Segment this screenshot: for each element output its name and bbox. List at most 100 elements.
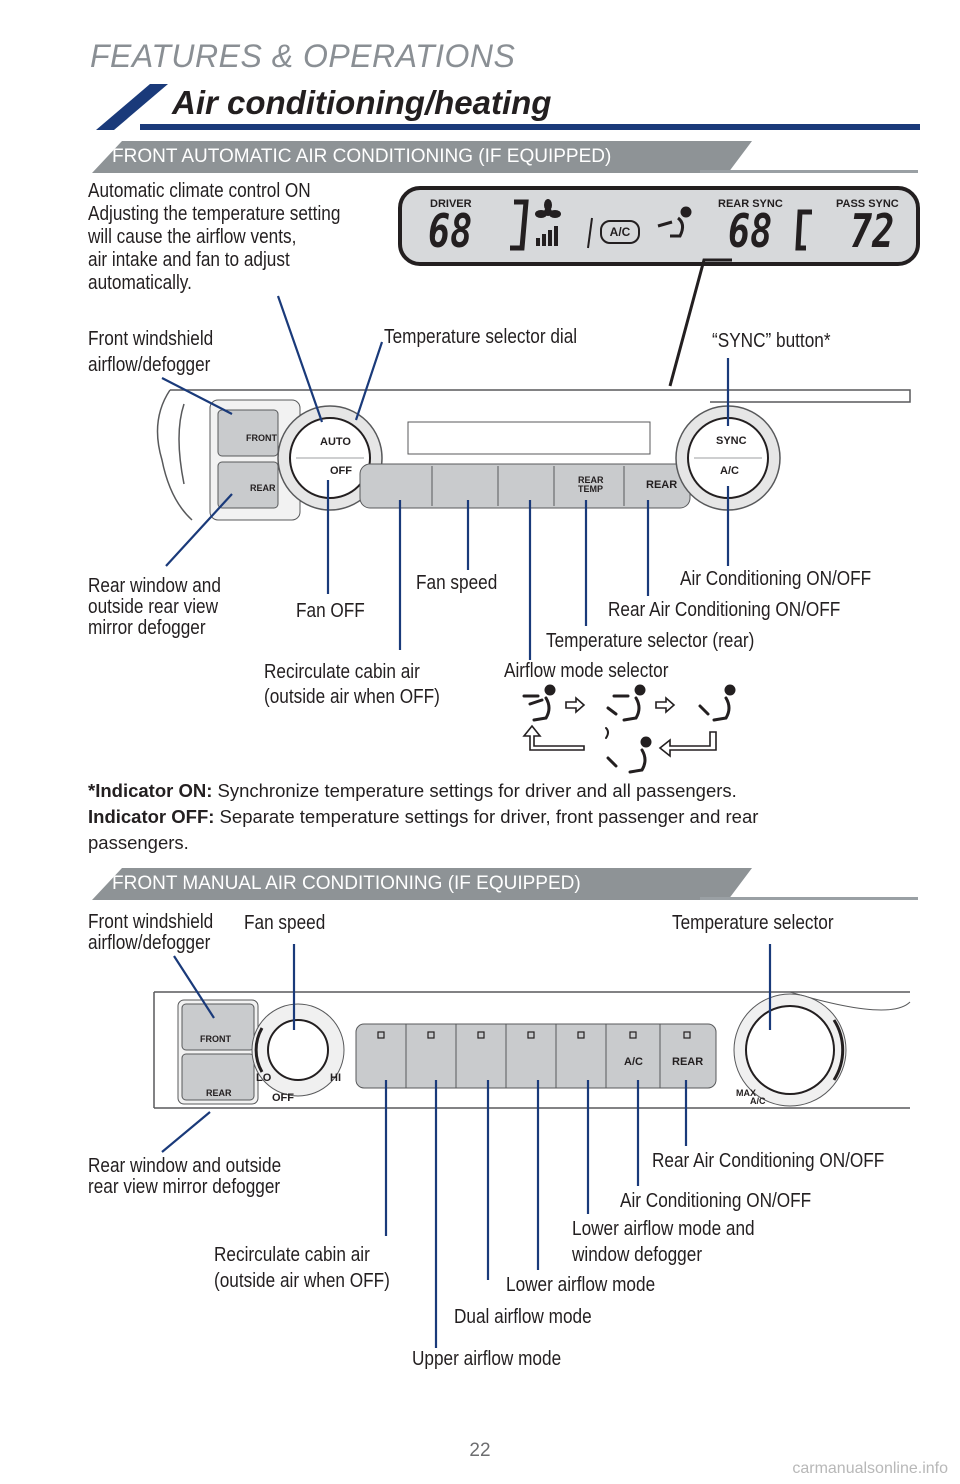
front-defog-button[interactable]: FRONT [246, 433, 277, 443]
indicator-off-line: Indicator OFF: Separate temperature sett… [88, 804, 918, 830]
callout-line: rear view mirror defogger [88, 1176, 281, 1198]
sync-button-callout: “SYNC” button* [712, 330, 831, 352]
rear-defog-callout: Rear window and outside rear view mirror… [88, 576, 221, 639]
upper-airflow-icon [522, 684, 556, 722]
fan-off-callout: Fan OFF [296, 600, 365, 622]
callout-line: Lower airflow mode and [572, 1218, 755, 1240]
manual-leader-lines [161, 944, 772, 1348]
ac-indicator-label: A/C [609, 225, 631, 239]
airflow-mode-callout: Airflow mode selector [504, 660, 669, 682]
fan-off-button[interactable]: OFF [330, 465, 352, 477]
rear-ac-onoff-callout: Rear Air Conditioning ON/OFF [608, 599, 841, 621]
rear-ac-button[interactable]: REAR [646, 479, 678, 491]
auto-button[interactable]: AUTO [320, 436, 351, 448]
auto-section-band-line [700, 170, 918, 173]
indicator-off-text: Separate temperature settings for driver… [214, 806, 759, 827]
watermark: carmanualsonline.info [792, 1460, 948, 1477]
title-bar-graphic [96, 84, 920, 130]
manual-recirc-callout: Recirculate cabin air (outside air when … [214, 1242, 390, 1294]
callout-line: Front windshield [88, 328, 214, 350]
auto-section-band-label: FRONT AUTOMATIC AIR CONDITIONING (IF EQU… [112, 146, 612, 167]
manual-rear-ac-button[interactable]: REAR [672, 1056, 704, 1068]
auto-desc-line: Adjusting the temperature setting [88, 203, 341, 225]
rear-defog-button[interactable]: REAR [250, 483, 276, 493]
section-heading: FEATURES & OPERATIONS [90, 38, 516, 74]
auto-section-band: FRONT AUTOMATIC AIR CONDITIONING (IF EQU… [92, 141, 752, 173]
manual-rear-defog-callout: Rear window and outside rear view mirror… [88, 1156, 281, 1198]
manual-ac-button[interactable]: A/C [624, 1056, 643, 1068]
fan-speed-callout: Fan speed [416, 572, 498, 594]
callout-line: Recirculate cabin air [264, 661, 420, 683]
lower-defog-callout: Lower airflow mode and window defogger [572, 1216, 755, 1268]
ac-indicator: A/C [600, 220, 640, 244]
auto-desc-line: will cause the airflow vents, [88, 226, 297, 248]
manual-temp-selector-callout: Temperature selector [672, 912, 834, 934]
callout-line: window defogger [572, 1244, 703, 1266]
manual-front-defog-callout: Front windshield airflow/defogger [88, 912, 213, 954]
indicator-on-label: *Indicator ON: [88, 780, 213, 801]
max-ac-label: A/C [750, 1096, 766, 1106]
indicator-off-text-cont: passengers. [88, 832, 189, 853]
upper-mode-callout: Upper airflow mode [412, 1348, 562, 1370]
manual-front-defog-button[interactable]: FRONT [200, 1034, 231, 1044]
airflow-mode-cycle-diagram [522, 684, 736, 774]
fan-icon [535, 199, 561, 218]
dual-airflow-icon [606, 684, 646, 722]
driver-temp-readout: 68 [428, 204, 473, 258]
defog-lower-airflow-icon [605, 727, 652, 774]
callout-line: mirror defogger [88, 617, 206, 639]
recirc-callout: Recirculate cabin air (outside air when … [264, 660, 440, 710]
callout-line: outside rear view [88, 596, 219, 618]
page-number: 22 [469, 1440, 491, 1461]
fan-hi-label: HI [330, 1072, 341, 1084]
temp-rear-callout: Temperature selector (rear) [546, 630, 755, 652]
manual-rear-defog-button[interactable]: REAR [206, 1088, 232, 1098]
fan-lo-label: LO [256, 1072, 272, 1084]
lower-airflow-icon [698, 684, 736, 722]
manual-section-band: FRONT MANUAL AIR CONDITIONING (IF EQUIPP… [92, 868, 752, 900]
callout-line: (outside air when OFF) [214, 1270, 390, 1292]
manual-section-band-label: FRONT MANUAL AIR CONDITIONING (IF EQUIPP… [112, 873, 581, 894]
rear-sync-label: REAR SYNC [718, 198, 783, 210]
auto-control-panel [156, 389, 911, 521]
indicator-on-line: *Indicator ON: Synchronize temperature s… [88, 778, 918, 804]
pass-sync-label: PASS SYNC [836, 198, 899, 210]
temp-dial-callout: Temperature selector dial [384, 326, 578, 348]
sync-button[interactable]: SYNC [716, 435, 747, 447]
manual-ac-onoff-callout: Air Conditioning ON/OFF [620, 1190, 812, 1212]
pass-temp-readout: 72 [850, 204, 895, 258]
ac-onoff-callout: Air Conditioning ON/OFF [680, 568, 872, 590]
manual-control-panel [153, 991, 911, 1109]
callout-line: Rear window and [88, 575, 221, 597]
rear-temp-button[interactable]: REAR TEMP [578, 475, 604, 494]
auto-description: Automatic climate control ON Adjusting t… [88, 180, 340, 295]
auto-desc-line: automatically. [88, 272, 192, 294]
auto-desc-line: Automatic climate control ON [88, 180, 311, 202]
callout-line: Front windshield [88, 911, 214, 933]
sync-indicator-note: *Indicator ON: Synchronize temperature s… [88, 778, 918, 856]
callout-line: Rear window and outside [88, 1155, 282, 1177]
ac-button[interactable]: A/C [720, 465, 739, 477]
callout-line: Recirculate cabin air [214, 1244, 370, 1266]
indicator-off-label: Indicator OFF: [88, 806, 215, 827]
auto-leader-lines [161, 295, 730, 660]
display-callout-wedge [668, 258, 732, 387]
manual-rear-ac-callout: Rear Air Conditioning ON/OFF [652, 1150, 885, 1172]
page-title: Air conditioning/heating [172, 84, 552, 121]
fan-off-label: OFF [272, 1092, 294, 1104]
auto-desc-line: air intake and fan to adjust [88, 249, 290, 271]
manual-section-band-line [700, 897, 918, 900]
airflow-icon [657, 206, 692, 238]
callout-line: airflow/defogger [88, 932, 211, 954]
indicator-on-text: Synchronize temperature settings for dri… [212, 780, 737, 801]
display-segments-art [510, 199, 812, 251]
driver-label: DRIVER [430, 198, 472, 210]
callout-line: (outside air when OFF) [264, 686, 440, 708]
front-defog-callout: Front windshield airflow/defogger [88, 326, 213, 378]
callout-line: airflow/defogger [88, 354, 211, 376]
manual-fan-speed-callout: Fan speed [244, 912, 326, 934]
rear-temp-readout: 68 [728, 204, 773, 258]
climate-display: DRIVER 68 REAR SYNC 68 PASS SYNC 72 A/C [398, 186, 920, 266]
dual-mode-callout: Dual airflow mode [454, 1306, 592, 1328]
max-label: MAX [736, 1088, 756, 1098]
